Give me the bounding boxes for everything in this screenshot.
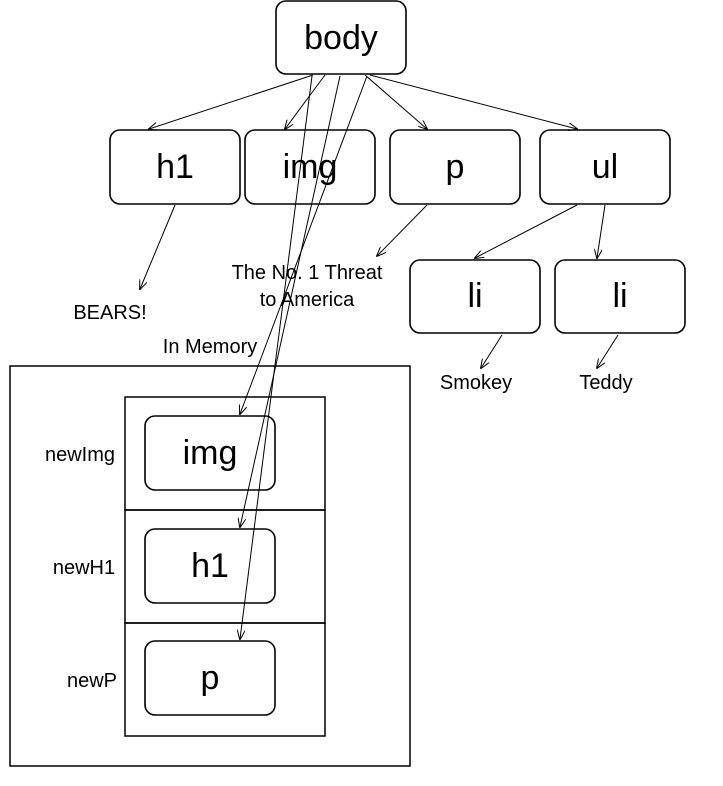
node-li-teddy: li <box>554 259 686 334</box>
edge-li-smokey-text <box>481 334 503 368</box>
node-ul-label: ul <box>592 148 618 186</box>
node-li-smokey-label: li <box>467 277 482 315</box>
node-ul: ul <box>539 129 671 205</box>
edge-body-h1 <box>149 74 314 129</box>
node-li-smokey: li <box>409 259 541 334</box>
node-p: p <box>389 129 521 205</box>
edge-ul-li-smokey <box>475 204 578 258</box>
memory-node-h1-label: h1 <box>191 547 229 585</box>
node-li-teddy-label: li <box>612 277 627 315</box>
node-body: body <box>275 0 407 75</box>
node-h1-label: h1 <box>156 148 194 186</box>
text-teddy: Teddy <box>579 372 632 394</box>
edge-p-threat <box>377 204 428 256</box>
node-img: img <box>244 129 376 205</box>
edge-body-mem-img <box>240 75 368 414</box>
edge-h1-bears <box>140 204 176 289</box>
node-h1: h1 <box>109 129 241 205</box>
edge-body-p <box>364 74 427 129</box>
edge-body-img <box>285 74 326 129</box>
edge-li-teddy-text <box>597 334 619 368</box>
memory-node-img: img <box>144 415 276 491</box>
in-memory-title: In Memory <box>163 336 257 358</box>
memory-node-img-label: img <box>183 434 238 472</box>
var-new-p: newP <box>67 670 117 692</box>
text-bears: BEARS! <box>73 302 146 324</box>
memory-node-p: p <box>144 640 276 716</box>
node-body-label: body <box>304 19 378 57</box>
node-p-label: p <box>446 148 465 186</box>
var-new-img: newImg <box>45 444 115 466</box>
text-threat-line1: The No. 1 Threat <box>232 262 383 284</box>
edge-body-ul <box>369 74 577 129</box>
edge-ul-li-teddy <box>597 204 606 258</box>
edge-body-mem-p <box>240 75 313 639</box>
memory-node-h1: h1 <box>144 528 276 604</box>
in-memory-frame <box>9 365 411 767</box>
edge-body-mem-h1 <box>240 75 341 527</box>
var-new-h1: newH1 <box>53 557 115 579</box>
text-smokey: Smokey <box>440 372 512 394</box>
text-threat-line2: to America <box>260 289 355 311</box>
node-img-label: img <box>283 148 338 186</box>
memory-node-p-label: p <box>201 659 220 697</box>
memory-slot-p <box>124 622 326 737</box>
